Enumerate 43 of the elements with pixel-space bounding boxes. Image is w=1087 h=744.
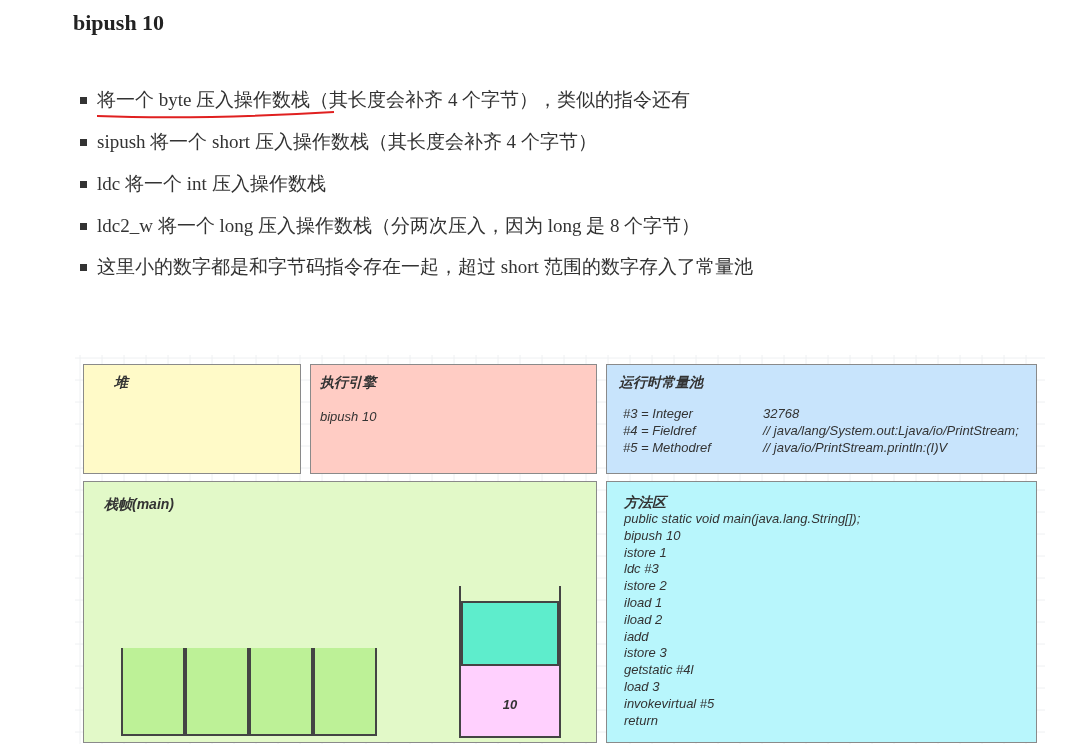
code-line: iload 2 (624, 611, 663, 629)
stack-frame-box (83, 481, 597, 743)
box-heading: 执行引擎 (320, 374, 376, 392)
constant-entry: #4 = Fieldref (623, 422, 696, 440)
box-heading: 栈帧(main) (104, 496, 174, 514)
code-line: load 3 (624, 679, 660, 696)
stack-value: 10 (501, 697, 519, 714)
code-line: istore 3 (624, 645, 667, 663)
local-variable-slot (121, 648, 185, 736)
code-line: bipush 10 (320, 409, 377, 426)
constant-entry: #3 = Integer (623, 406, 693, 423)
execution-engine-box (310, 364, 597, 474)
operand-stack-slot (461, 666, 559, 736)
local-variable-slot (249, 648, 313, 736)
code-line: invokevirtual #5 (624, 695, 715, 713)
operand-stack-slot (461, 601, 559, 666)
bullet-text: sipush 将一个 short 压入操作数栈（其长度会补齐 4 个字节） (97, 130, 597, 154)
box-heading: 方法区 (624, 494, 666, 512)
code-line: bipush 10 (624, 527, 681, 545)
code-line: getstatic #4l (624, 662, 694, 679)
heading: bipush 10 (73, 10, 165, 36)
constant-entry: #5 = Methodref (623, 439, 711, 457)
code-line: public static void main(java.lang.String[]); (624, 511, 861, 528)
bullet-text: ldc2_w 将一个 long 压入操作数栈（分两次压入，因为 long 是 8 个字节） (97, 214, 701, 238)
constant-value: 32768 (763, 406, 800, 423)
constant-value: // java/io/PrintStream.println:(I)V (763, 439, 948, 457)
local-variable-slot (185, 648, 249, 736)
code-line: return (624, 712, 658, 730)
code-line: ldc #3 (624, 561, 659, 579)
constant-value: // java/lang/System.out:Ljava/io/PrintStream; (763, 422, 1019, 440)
constant-pool-box (606, 364, 1037, 474)
local-variable-slot (313, 648, 377, 736)
box-heading: 堆 (114, 374, 128, 392)
bullet-text: 将一个 byte 压入操作数栈（其长度会补齐 4 个字节），类似的指令还有 (97, 88, 691, 112)
bullet-text: ldc 将一个 int 压入操作数栈 (97, 172, 326, 196)
box-heading: 运行时常量池 (619, 374, 703, 392)
code-line: istore 1 (624, 544, 667, 562)
method-area-box (606, 481, 1037, 743)
heap-box (83, 364, 301, 474)
bullet-text: 这里小的数字都是和字节码指令存在一起，超过 short 范围的数字存入了常量池 (97, 255, 753, 279)
code-line: istore 2 (624, 578, 667, 595)
code-line: iload 1 (624, 595, 663, 612)
code-line: iadd (624, 628, 649, 646)
